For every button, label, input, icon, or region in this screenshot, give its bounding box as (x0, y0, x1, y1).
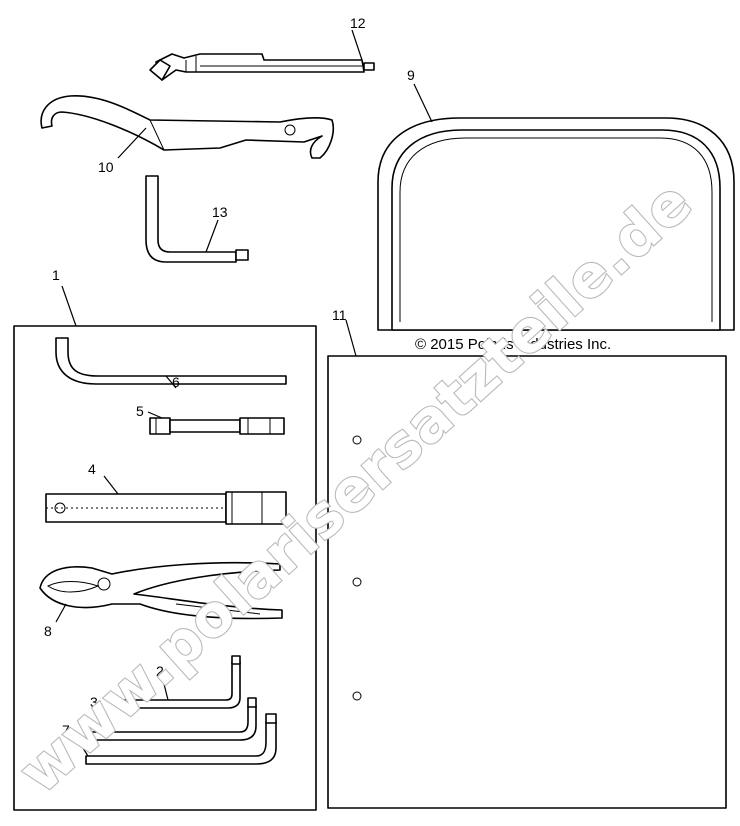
callout-5: 5 (136, 403, 144, 419)
part-9-handle-frame (377, 117, 735, 331)
callout-2: 2 (156, 663, 164, 679)
callout-1: 1 (52, 267, 60, 283)
part-3-torx-key (89, 697, 257, 741)
copyright-notice: © 2015 Polaris Industries Inc. (415, 336, 611, 353)
part-6-hex-key (55, 337, 287, 385)
callout-13: 13 (212, 204, 228, 220)
callout-12: 12 (350, 15, 366, 31)
callout-3: 3 (90, 694, 98, 710)
part-13-hex-key (145, 175, 249, 263)
part-2-torx-key (119, 655, 241, 709)
part-10-spanner-wrench (40, 95, 335, 159)
callout-10: 10 (98, 159, 114, 175)
part-11-owner-manual (327, 355, 727, 809)
callout-7: 7 (62, 722, 70, 738)
callout-11: 11 (332, 307, 347, 323)
part-12-handle-tool (149, 53, 375, 81)
part-5-socket-extension (149, 417, 285, 435)
callout-6: 6 (172, 374, 180, 390)
part-4-spark-plug-socket (45, 491, 287, 525)
callout-4: 4 (88, 461, 96, 477)
part-8-pliers (39, 561, 283, 620)
callout-9: 9 (407, 67, 415, 83)
callout-8: 8 (44, 623, 52, 639)
part-7-torx-key (85, 713, 277, 765)
